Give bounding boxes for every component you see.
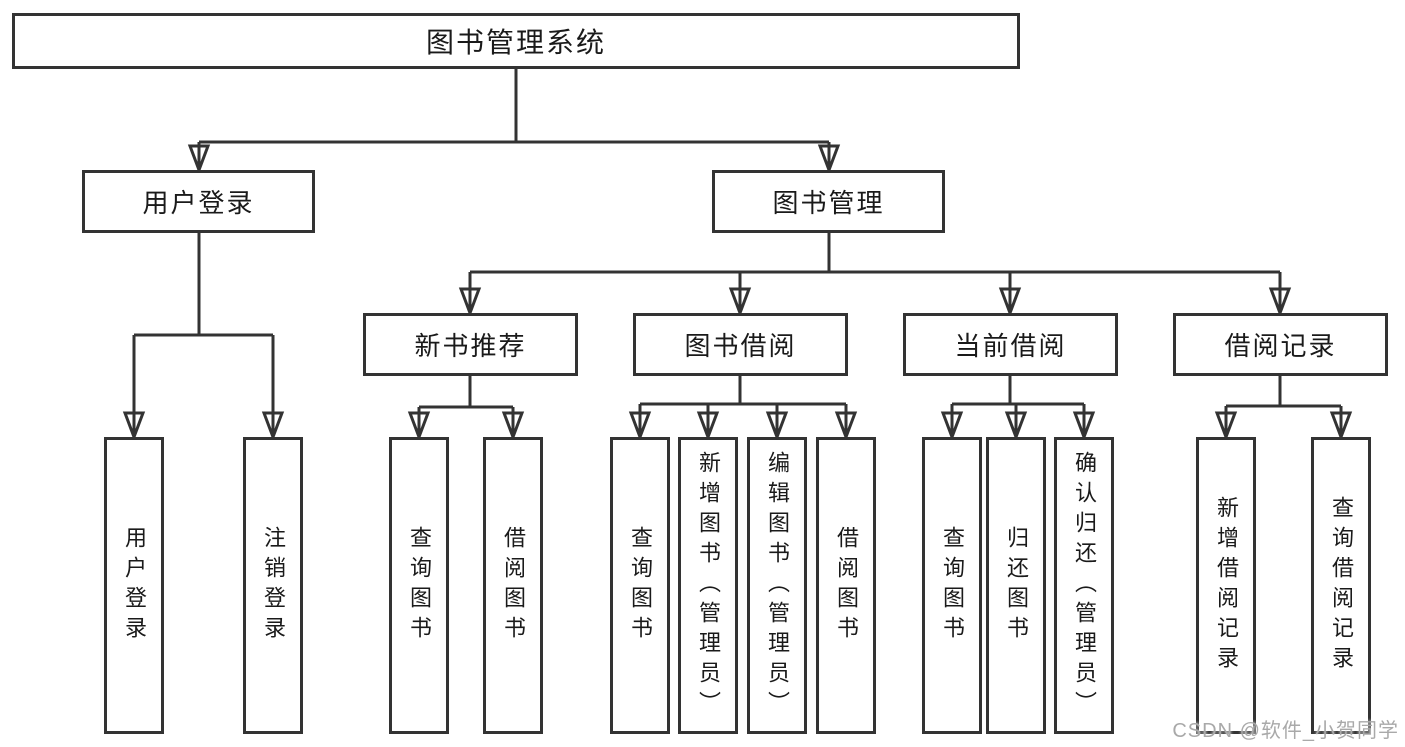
leaf-add-books-admin: 新增图书（管理员） — [678, 437, 738, 734]
leaf-logout: 注销登录 — [243, 437, 303, 734]
connector-user-login-branch — [122, 233, 285, 442]
leaf-borrow-books-recommend: 借阅图书 — [483, 437, 543, 734]
node-current-borrow: 当前借阅 — [903, 313, 1118, 376]
leaf-label: 确认归还（管理员） — [1072, 450, 1097, 721]
leaf-label: 借阅图书 — [834, 525, 859, 646]
node-new-book-recommend: 新书推荐 — [363, 313, 578, 376]
leaf-label: 查询图书 — [628, 525, 653, 646]
leaf-label: 借阅图书 — [501, 525, 526, 646]
node-user-login: 用户登录 — [82, 170, 315, 233]
node-label: 图书借阅 — [684, 331, 797, 361]
leaf-label: 用户登录 — [122, 525, 147, 646]
node-label: 图书管理系统 — [425, 27, 606, 58]
node-book-borrow: 图书借阅 — [633, 313, 848, 376]
leaf-return-books: 归还图书 — [986, 437, 1046, 734]
node-label: 借阅记录 — [1224, 331, 1337, 361]
leaf-edit-books-admin: 编辑图书（管理员） — [747, 437, 807, 734]
leaf-add-borrow-record: 新增借阅记录 — [1196, 437, 1256, 734]
leaf-query-books-borrow: 查询图书 — [610, 437, 670, 734]
node-root-library-management-system: 图书管理系统 — [12, 13, 1020, 69]
node-label: 当前借阅 — [954, 331, 1067, 361]
connector-current-borrow-branch — [940, 376, 1096, 442]
node-label: 新书推荐 — [414, 331, 527, 361]
leaf-query-books-recommend: 查询图书 — [389, 437, 449, 734]
leaf-label: 编辑图书（管理员） — [765, 450, 790, 721]
leaf-borrow-books: 借阅图书 — [816, 437, 876, 734]
leaf-label: 新增借阅记录 — [1214, 495, 1239, 676]
node-borrow-records: 借阅记录 — [1173, 313, 1388, 376]
node-label: 用户登录 — [142, 188, 255, 218]
leaf-query-borrow-record: 查询借阅记录 — [1311, 437, 1371, 734]
connector-borrow-records-branch — [1214, 376, 1353, 442]
leaf-query-books-current: 查询图书 — [922, 437, 982, 734]
leaf-label: 查询图书 — [940, 525, 965, 646]
leaf-label: 新增图书（管理员） — [696, 450, 721, 721]
node-book-management: 图书管理 — [712, 170, 945, 233]
leaf-label: 查询借阅记录 — [1329, 495, 1354, 676]
leaf-confirm-return-admin: 确认归还（管理员） — [1054, 437, 1114, 734]
leaf-user-login: 用户登录 — [104, 437, 164, 734]
csdn-watermark: CSDN @软件_小贺同学 — [1172, 720, 1399, 742]
connector-new-book-recommend-branch — [407, 376, 525, 442]
connector-root-to-level2 — [187, 69, 841, 175]
connector-book-management-branch — [458, 233, 1292, 318]
node-label: 图书管理 — [772, 188, 885, 218]
leaf-label: 查询图书 — [407, 525, 432, 646]
leaf-label: 归还图书 — [1004, 525, 1029, 646]
leaf-label: 注销登录 — [261, 525, 286, 646]
connector-book-borrow-branch — [628, 376, 858, 442]
